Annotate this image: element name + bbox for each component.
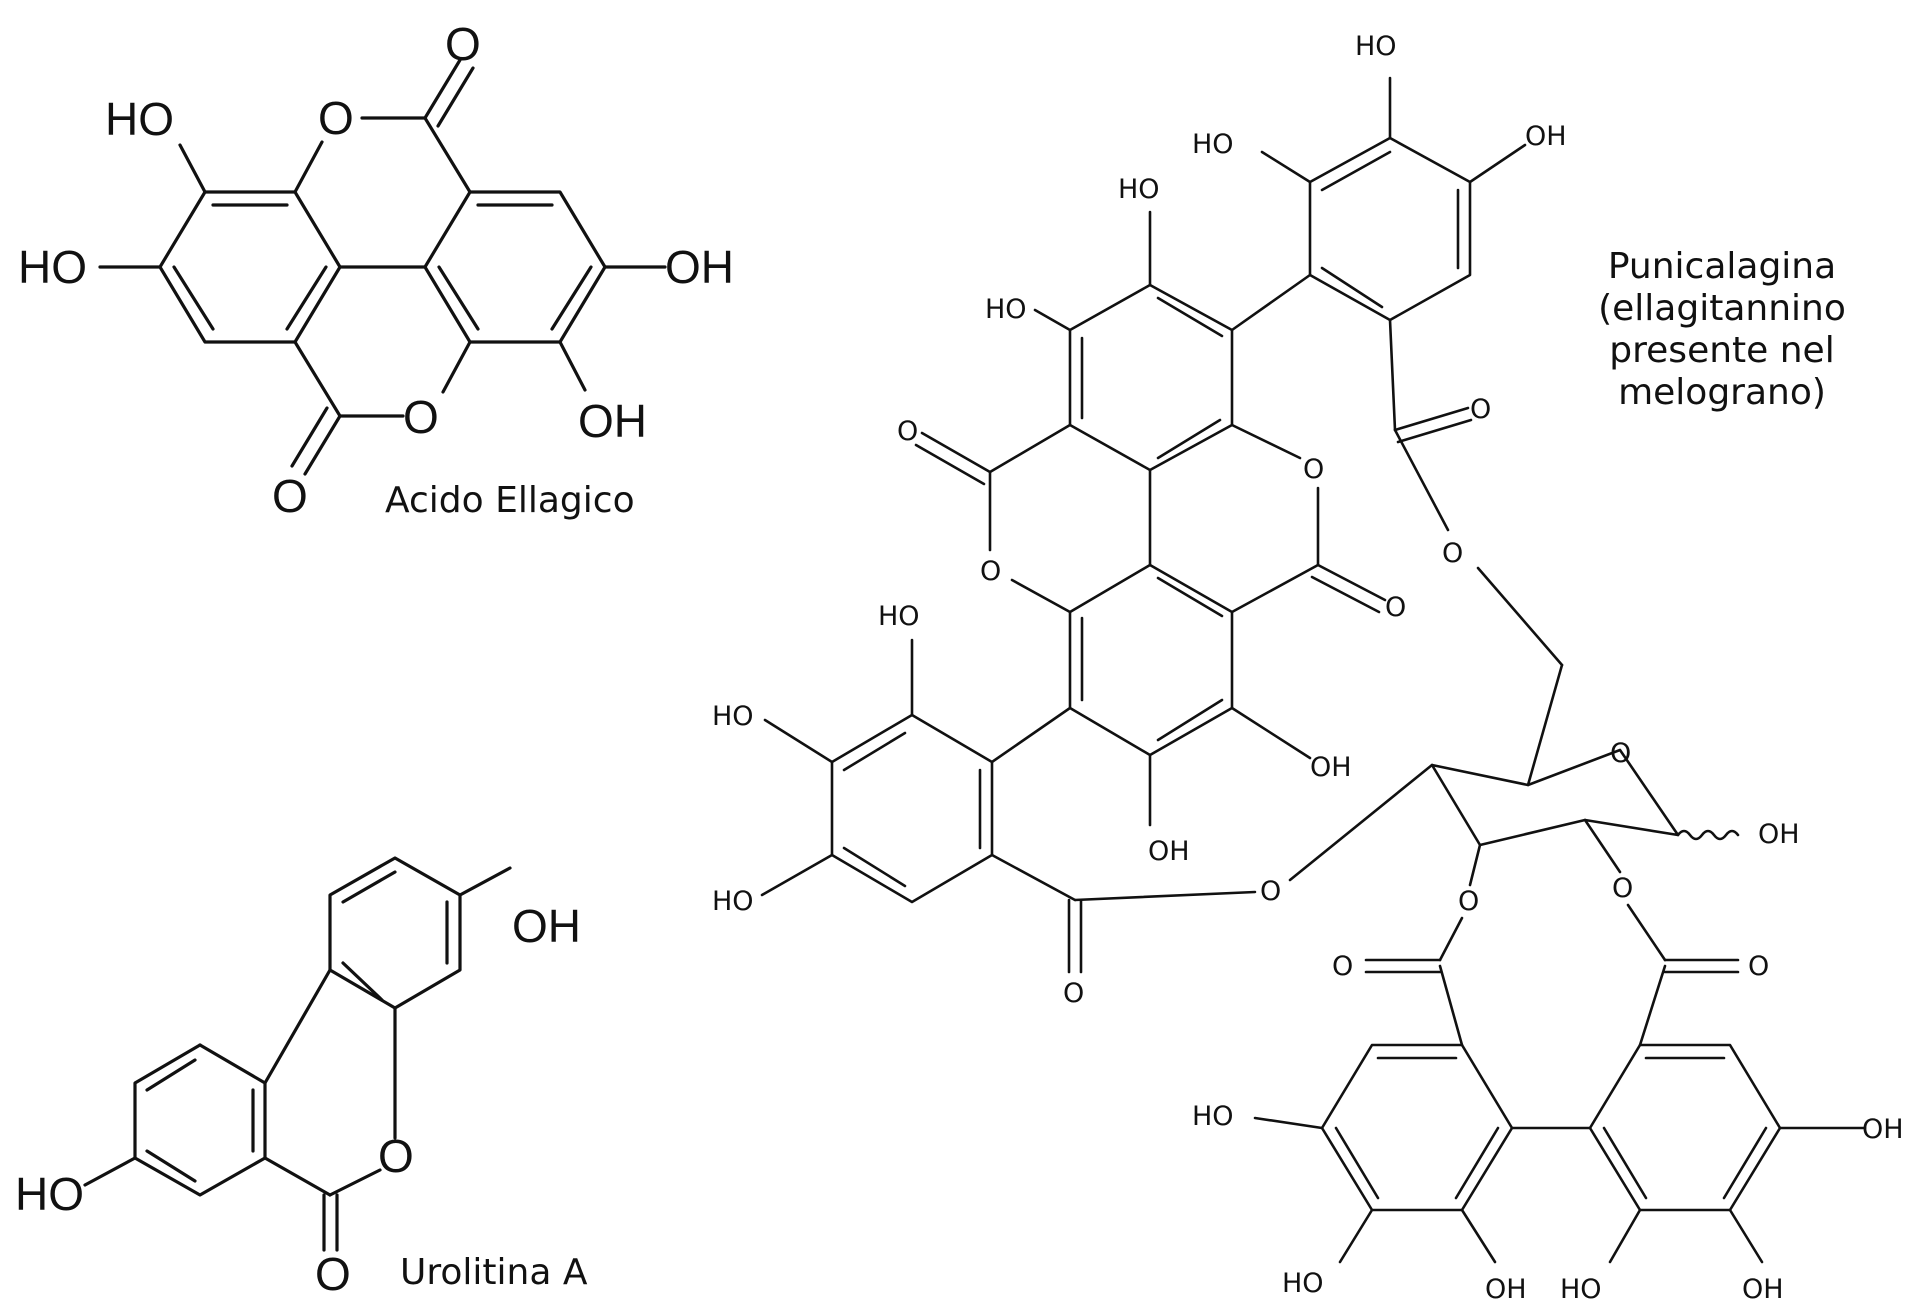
pun-oh-anomeric: OH	[1758, 819, 1800, 850]
pun-oh-1: OH	[1525, 121, 1567, 152]
ellagic-acid-name: Acido Ellagico	[385, 480, 635, 521]
pun-o-9: O	[1458, 886, 1479, 917]
pun-ho-10: HO	[1560, 1274, 1602, 1305]
pun-oh-6: OH	[1742, 1274, 1784, 1305]
ellagic-oh-right: OH	[665, 241, 734, 293]
ellagic-ho-left: HO	[18, 241, 87, 293]
ellagic-o-ring-bottom: O	[403, 391, 439, 443]
pun-ho-3: HO	[1118, 174, 1160, 205]
pun-o-1: O	[1470, 394, 1491, 425]
pun-ho-8: HO	[1192, 1101, 1234, 1132]
urolithin-o-ring: O	[378, 1130, 414, 1182]
pun-o-8: O	[1260, 876, 1281, 907]
pun-ho-6: HO	[712, 701, 754, 732]
pun-ho-5: HO	[878, 601, 920, 632]
pun-oh-5: OH	[1862, 1114, 1904, 1145]
pun-o-5: O	[1303, 454, 1324, 485]
pun-o-7: O	[1063, 978, 1084, 1009]
pun-o-2: O	[1442, 538, 1463, 569]
pun-o-4: O	[980, 556, 1001, 587]
punicalagin-structure: HO HO OH O O HO HO O O	[712, 31, 1904, 1305]
ellagic-acid-structure: HO HO OH OH O O O O Acido Ellagico	[18, 18, 734, 522]
punicalagin-name-line-1: Punicalagina	[1608, 246, 1836, 287]
pun-ho-7: HO	[712, 886, 754, 917]
urolithin-o-carbonyl: O	[315, 1248, 351, 1300]
pun-ho-9: HO	[1282, 1268, 1324, 1299]
pun-ho-2: HO	[1192, 129, 1234, 160]
pun-o-11: O	[1332, 951, 1353, 982]
ellagic-o-ring-top: O	[318, 92, 354, 144]
ellagic-oh-bottom: OH	[578, 395, 647, 447]
pun-ho-1: HO	[1355, 31, 1397, 62]
ellagic-o-carbonyl-top: O	[445, 18, 481, 70]
punicalagin-name-line-3: presente nel	[1609, 330, 1834, 371]
ellagic-ho-top: HO	[105, 93, 174, 145]
urolithin-a-structure: OH HO O O Urolitina A	[15, 856, 588, 1300]
ellagic-o-carbonyl-bottom: O	[272, 470, 308, 522]
urolithin-ho: HO	[15, 1168, 84, 1220]
pun-o-ring-glucose: O	[1610, 738, 1631, 769]
pun-o-10: O	[1612, 873, 1633, 904]
pun-o-12: O	[1748, 951, 1769, 982]
punicalagin-name-line-4: melograno)	[1618, 372, 1826, 413]
pun-o-3: O	[897, 416, 918, 447]
pun-ho-4: HO	[985, 294, 1027, 325]
pun-oh-2: OH	[1310, 752, 1352, 783]
punicalagin-name-line-2: (ellagitannino	[1598, 288, 1846, 329]
urolithin-a-name: Urolitina A	[400, 1252, 588, 1293]
urolithin-oh: OH	[512, 900, 581, 952]
pun-o-6: O	[1385, 592, 1406, 623]
pun-oh-4: OH	[1485, 1274, 1527, 1305]
pun-oh-3: OH	[1148, 836, 1190, 867]
